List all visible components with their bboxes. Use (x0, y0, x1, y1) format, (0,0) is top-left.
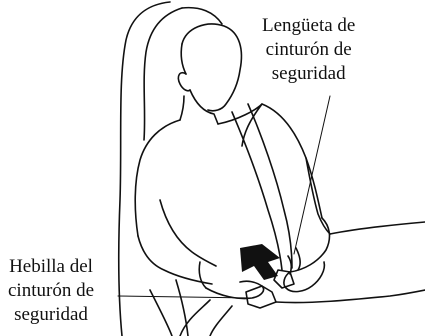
seat-back-outer (117, 1, 171, 336)
left-cuff (198, 261, 207, 289)
buckle-leader-line (117, 295, 253, 299)
buckle-label-line-1: Hebilla del (9, 256, 93, 277)
ear (177, 71, 191, 92)
seatbelt-tongue-label: Lengüeta de cinturón de seguridad (262, 14, 355, 86)
left-arm-inner (159, 199, 217, 267)
right-arm (305, 157, 331, 235)
right-forearm (289, 217, 331, 273)
right-hand (283, 261, 326, 293)
tongue-leader-line (293, 95, 331, 255)
lap-line (275, 289, 425, 304)
belt-strap-edge-b (247, 103, 293, 269)
buckle-label-line-3: seguridad (14, 304, 88, 325)
belt-strap-edge-a (231, 111, 283, 271)
neck-back (179, 95, 185, 121)
tongue-label-line-1: Lengüeta de (262, 15, 356, 36)
tongue-plate (273, 269, 295, 289)
shoulder-left (134, 119, 181, 237)
seat-back-inner (143, 7, 183, 141)
seat-back-right-edge (181, 6, 223, 25)
jaw-neck (189, 89, 219, 125)
buckle-label-line-2: cinturón de (8, 280, 95, 301)
lap-belt (179, 299, 233, 336)
seatbelt-buckle-label: Hebilla del cinturón de seguridad (8, 255, 94, 327)
head-outline (181, 23, 243, 112)
buckle (245, 285, 277, 309)
tongue-label-line-2: cinturón de (265, 39, 352, 60)
shoulder-right (217, 103, 323, 219)
thigh-line (329, 221, 425, 235)
left-hand (205, 280, 265, 300)
left-arm-outer (137, 235, 213, 285)
torso-front (241, 103, 263, 147)
seat-cushion-lines (149, 279, 189, 336)
tongue-label-line-3: seguridad (271, 63, 346, 84)
arrow-down-left-icon (240, 244, 280, 280)
hair-line (180, 43, 187, 75)
